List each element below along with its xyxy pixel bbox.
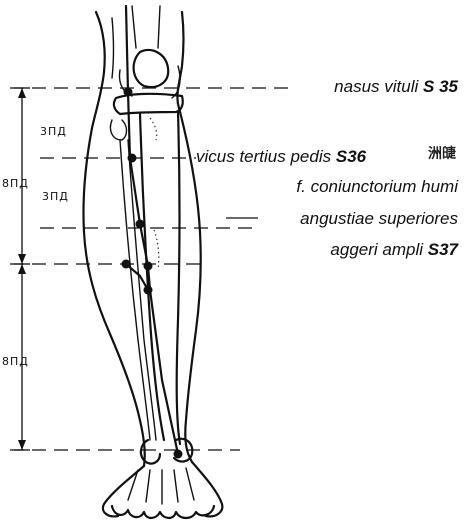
point-s38-dot [144, 262, 153, 271]
leg-inner-contour [177, 12, 200, 462]
skeleton [110, 6, 192, 464]
arrow-up-1 [18, 88, 26, 98]
measure-8pd-lower: 8ПД [2, 355, 29, 368]
label-s36-mark: 洲䑖 [428, 145, 457, 162]
label-s36-alt: f. coniunctorium humi [296, 177, 459, 196]
thigh-inner-curve [112, 18, 114, 78]
arrow-down-2 [18, 440, 26, 450]
measure-3pd-upper: 3ПД [40, 125, 67, 138]
label-s37-line2: aggeri ampli S37 [330, 240, 459, 259]
point-s37-dot [136, 220, 145, 229]
foot [103, 462, 222, 518]
label-s36: vicus tertius pedis S36 [196, 147, 367, 166]
fibula-head [110, 120, 126, 140]
measure-3pd-middle: 3ПД [42, 190, 69, 203]
point-s35-dot [124, 88, 133, 97]
measurement-scale: 3ПД 3ПД 8ПД 8ПД [2, 88, 69, 450]
label-s35: nasus vituli S 35 [334, 77, 458, 96]
label-s37-line1: angustiae superiores [300, 209, 458, 228]
tibial-tuberosity [150, 118, 159, 270]
tibia-medial-edge [177, 112, 180, 444]
arrow-up-2 [18, 264, 26, 274]
patella [134, 50, 169, 87]
toes [112, 506, 214, 518]
arrow-down-1 [18, 254, 26, 264]
point-labels: nasus vituli S 35 vicus tertius pedis S3… [196, 77, 460, 259]
measure-8pd-upper: 8ПД [2, 177, 29, 190]
point-s41-dot [174, 450, 183, 459]
metatarsals [128, 468, 194, 504]
femur-shaft [132, 6, 160, 48]
point-s39-dot [144, 286, 153, 295]
